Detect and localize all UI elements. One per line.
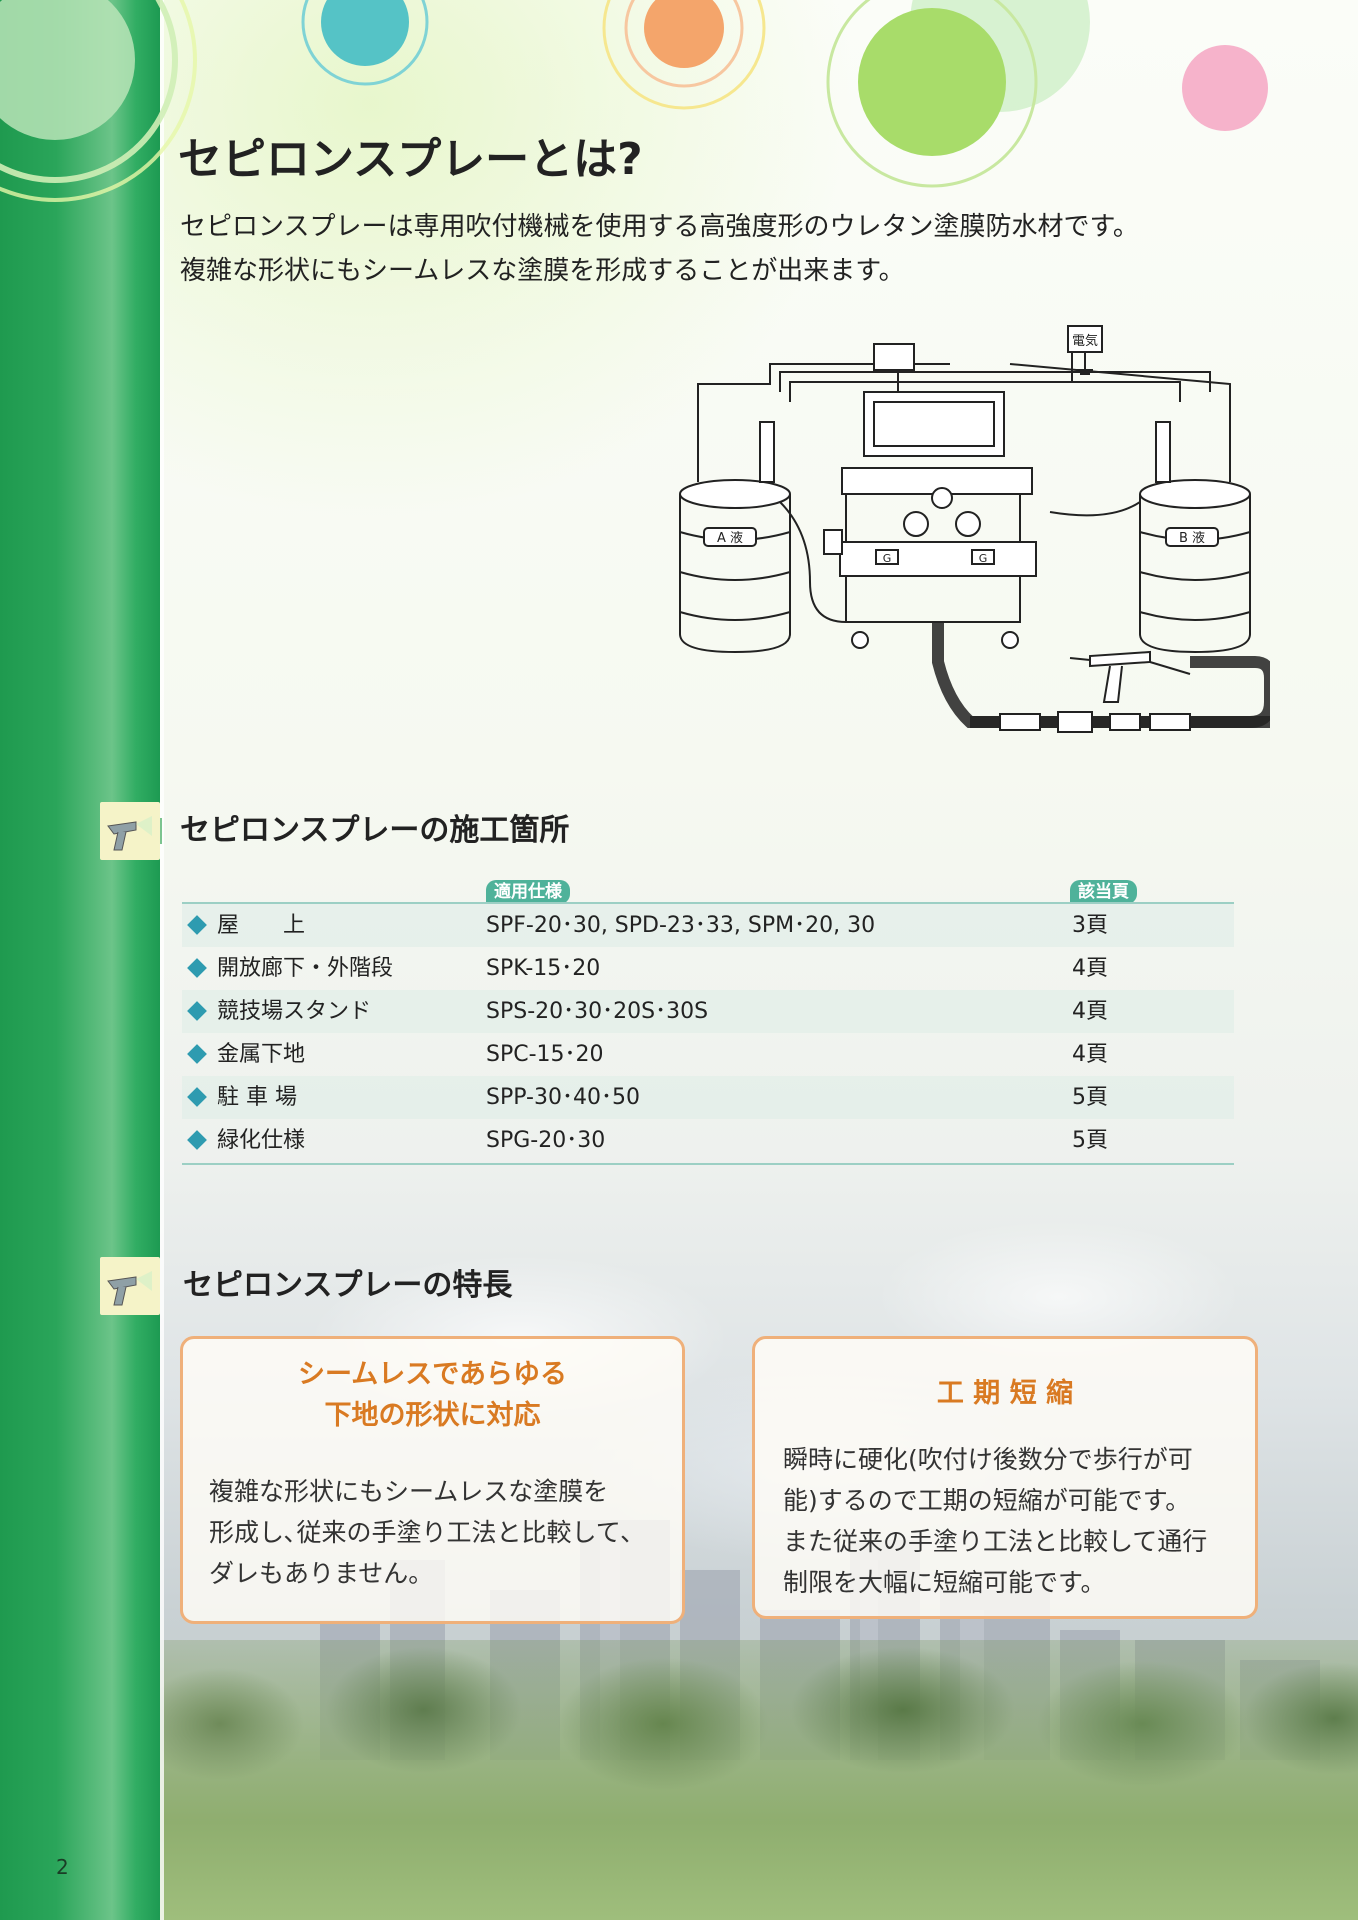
strip-divider	[160, 0, 164, 1920]
section-marker	[160, 818, 162, 844]
feature-body-line: 瞬時に硬化(吹付け後数分で歩行が可	[783, 1445, 1193, 1474]
table-row: 金属下地 SPC-15･20 4頁	[182, 1033, 1234, 1076]
col-header-page: 該当頁	[1070, 880, 1137, 904]
table-top-rule	[182, 902, 1234, 904]
label-electric: 電気	[1072, 333, 1098, 349]
spray-gun-icon	[100, 802, 160, 860]
row-spec: SPS-20･30･20S･30S	[486, 999, 709, 1024]
label-g-right: G	[979, 552, 988, 565]
diamond-bullet-icon	[187, 1044, 207, 1064]
row-spec: SPK-15･20	[486, 956, 601, 981]
row-spec: SPG-20･30	[486, 1128, 606, 1153]
row-location: 金属下地	[217, 1042, 306, 1067]
col-header-spec: 適用仕様	[486, 880, 570, 904]
feature-title-line-2: 下地の形状に対応	[324, 1400, 541, 1431]
row-location: 開放廊下・外階段	[217, 956, 394, 981]
label-g-left: G	[883, 552, 892, 565]
feature-body-line: 複雑な形状にもシームレスな塗膜を	[209, 1477, 609, 1506]
row-page: 5頁	[1072, 1128, 1108, 1153]
feature-box-seamless: シームレスであらゆる 下地の形状に対応 複雑な形状にもシームレスな塗膜を 形成し…	[180, 1336, 685, 1624]
row-page: 5頁	[1072, 1085, 1108, 1110]
feature-box-schedule: 工 期 短 縮 瞬時に硬化(吹付け後数分で歩行が可 能)するので工期の短縮が可能…	[752, 1336, 1258, 1619]
row-location: 競技場スタンド	[217, 999, 372, 1024]
spray-machine-diagram: 電気 A 液 B 液 G G	[679, 325, 1270, 733]
sunlight-glow	[160, 0, 860, 520]
row-location: 緑化仕様	[217, 1128, 306, 1153]
feature-body-line: 形成し､従来の手塗り工法と比較して､	[209, 1518, 634, 1547]
spray-gun-icon	[100, 1257, 160, 1315]
row-page: 4頁	[1072, 956, 1108, 981]
label-a-liquid: A 液	[717, 531, 743, 546]
diamond-bullet-icon	[187, 1001, 207, 1021]
decorative-circles	[0, 0, 1268, 202]
row-spec: SPC-15･20	[486, 1042, 604, 1067]
page-title: セピロンスプレーとは?	[178, 134, 643, 185]
feature-body-line: また従来の手塗り工法と比較して通行	[783, 1527, 1208, 1556]
table-row: 開放廊下・外階段 SPK-15･20 4頁	[182, 947, 1234, 990]
table-row: 屋 上 SPF-20･30, SPD-23･33, SPM･20, 30 3頁	[182, 904, 1234, 947]
feature-body-line: 制限を大幅に短縮可能です。	[783, 1568, 1106, 1597]
feature-body-line: ダレもありません。	[209, 1559, 434, 1588]
table-bottom-rule	[182, 1163, 1234, 1165]
diamond-bullet-icon	[187, 1087, 207, 1107]
table-row: 競技場スタンド SPS-20･30･20S･30S 4頁	[182, 990, 1234, 1033]
label-b-liquid: B 液	[1179, 531, 1205, 546]
feature-body-line: 能)するので工期の短縮が可能です。	[783, 1486, 1191, 1515]
feature-title: 工 期 短 縮	[936, 1378, 1074, 1409]
row-page: 4頁	[1072, 999, 1108, 1024]
row-page: 4頁	[1072, 1042, 1108, 1067]
features-heading: セピロンスプレーの特長	[183, 1268, 513, 1303]
row-location: 駐 車 場	[217, 1085, 297, 1110]
diamond-bullet-icon	[187, 1130, 207, 1150]
row-page: 3頁	[1072, 913, 1108, 938]
trees-park	[160, 1640, 1358, 1920]
table-row: 緑化仕様 SPG-20･30 5頁	[182, 1119, 1234, 1162]
intro-line-1: セピロンスプレーは専用吹付機械を使用する高強度形のウレタン塗膜防水材です。	[180, 212, 1139, 242]
row-location: 屋 上	[217, 913, 306, 938]
row-spec: SPF-20･30, SPD-23･33, SPM･20, 30	[486, 913, 876, 938]
diamond-bullet-icon	[187, 958, 207, 978]
feature-title-line-1: シームレスであらゆる	[298, 1359, 567, 1390]
page-number: 2	[56, 1855, 69, 1879]
diamond-bullet-icon	[187, 915, 207, 935]
table-row: 駐 車 場 SPP-30･40･50 5頁	[182, 1076, 1234, 1119]
row-spec: SPP-30･40･50	[486, 1085, 640, 1110]
locations-heading: セピロンスプレーの施工箇所	[180, 813, 570, 848]
left-green-strip	[0, 0, 160, 1920]
intro-text: セピロンスプレーは専用吹付機械を使用する高強度形のウレタン塗膜防水材です。 複雑…	[180, 205, 1139, 293]
intro-line-2: 複雑な形状にもシームレスな塗膜を形成することが出来ます。	[180, 256, 905, 286]
